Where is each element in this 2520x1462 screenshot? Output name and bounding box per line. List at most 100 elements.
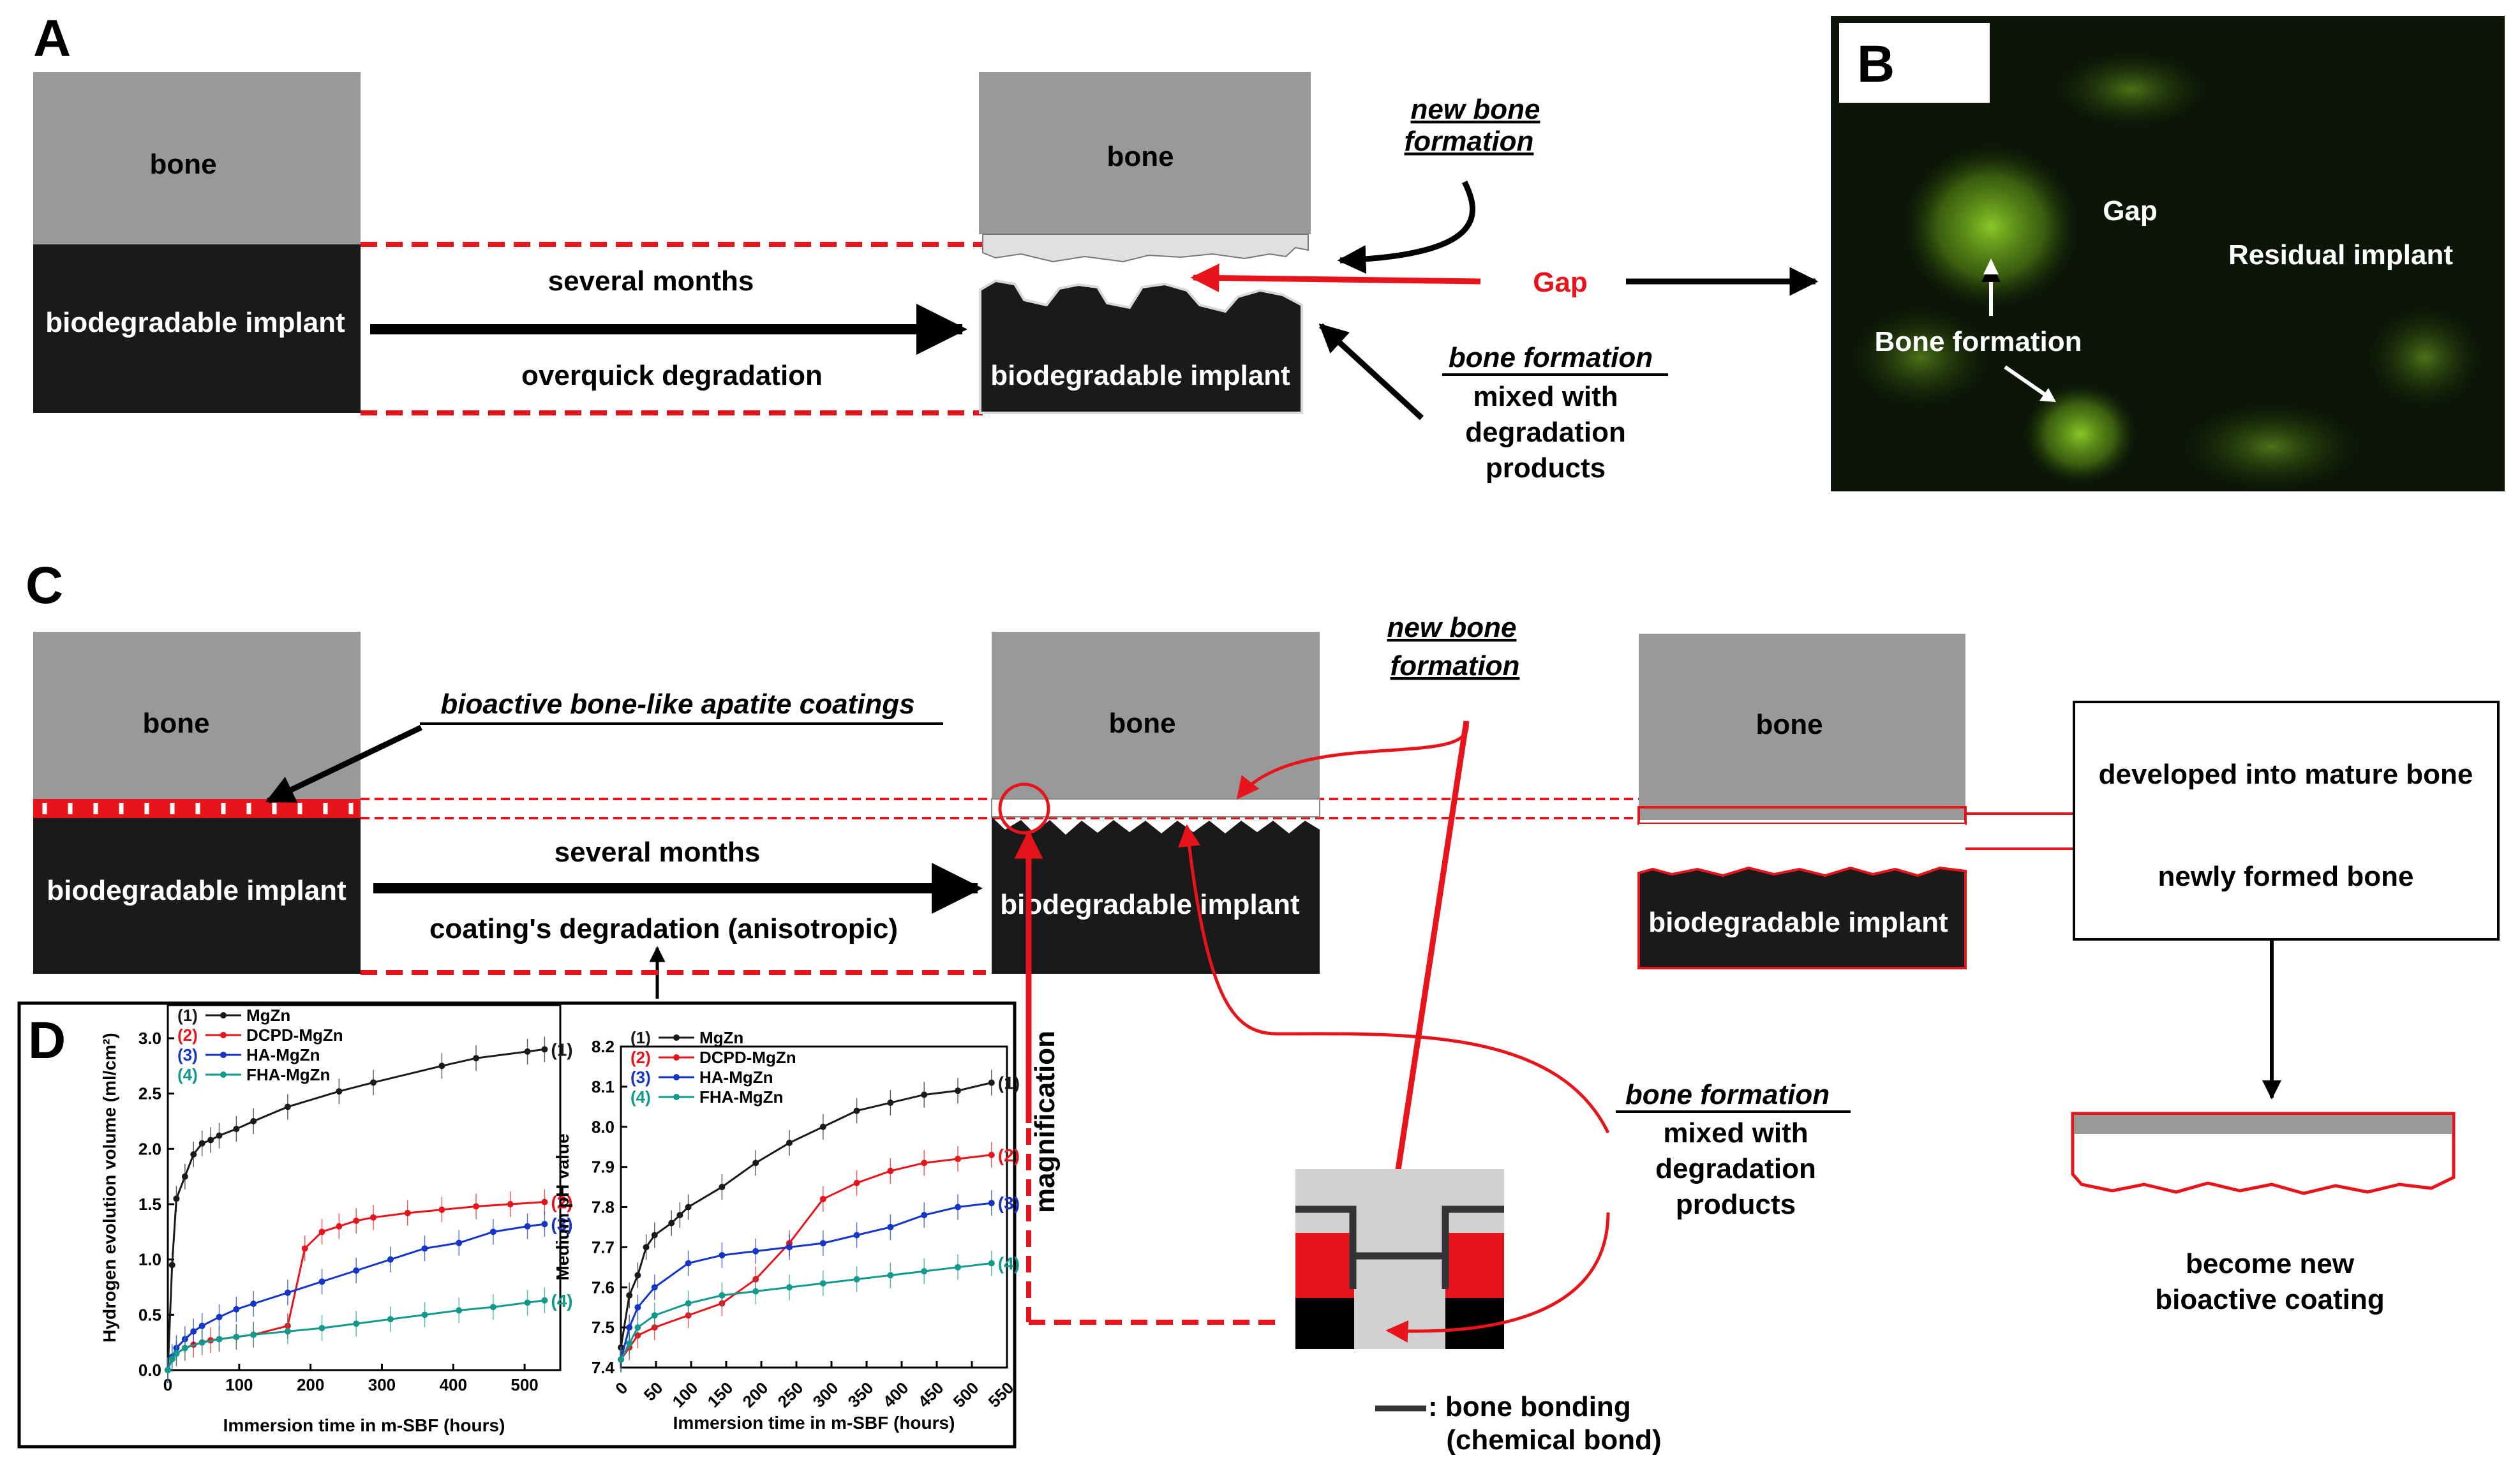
data-point [165,1367,171,1373]
bone-formation-arrow-b-2 [2004,365,2050,399]
arrow-label-top: several months [555,837,761,868]
data-point [318,1278,325,1285]
gap-label: Gap [1533,267,1588,298]
mixed-label-2: degradation [1465,417,1626,448]
legend-marker [673,1074,680,1080]
bone-block [33,632,361,799]
legend-marker [673,1054,680,1061]
plot-frame [167,1004,562,1371]
outcome-box [2073,701,2500,941]
bone-label-2: bone [1107,141,1174,172]
data-point [524,1223,531,1230]
legend-tag: (2) [630,1048,651,1067]
bone-formation-arrow-red [1178,824,1610,1134]
new-bone-layer [982,234,1309,263]
data-point [955,1264,961,1271]
panel-b-letter-box [1839,23,1990,103]
mixed-label-2: degradation [1655,1153,1816,1184]
data-point [370,1214,377,1221]
bone-label-3: bone [1756,709,1823,740]
x-tick-label: 0 [163,1375,172,1394]
data-point [685,1300,692,1307]
become-label-2: bioactive coating [2155,1284,2384,1315]
gap-arrow [1190,264,1481,293]
data-point [668,1220,675,1227]
bone-bonding-legend-1: : bone bonding [1428,1391,1631,1422]
data-point [853,1179,860,1186]
data-point [921,1091,928,1098]
data-point [456,1307,463,1314]
fluorescence-bone-region [2367,306,2482,408]
data-point [719,1184,726,1191]
y-tick-label: 7.6 [592,1278,615,1297]
data-point [988,1079,995,1086]
series-line [620,1202,992,1360]
data-point [507,1201,514,1207]
series-end-tag: (2) [998,1145,1020,1165]
x-tick-label: 200 [297,1375,324,1394]
legend-tag: (1) [177,1006,198,1025]
new-bone-formation-label: new bone [1411,94,1540,125]
data-point [284,1328,291,1335]
data-point [301,1245,308,1252]
implant-label-2: biodegradable implant [990,360,1290,391]
legend-entry: DCPD-MgZn [246,1026,343,1045]
implant-label-2: biodegradable implant [1000,889,1300,920]
data-point [988,1151,995,1158]
data-point [524,1048,531,1055]
data-point [233,1126,240,1133]
mature-bone-label: developed into mature bone [2099,759,2473,790]
legend-entry: HA-MgZn [246,1045,320,1064]
coating-arrow [265,724,422,804]
legend-tag: (4) [630,1087,651,1107]
mixed-label-3: products [1676,1189,1796,1220]
mixed-label-1: mixed with [1663,1117,1808,1149]
new-bone-formation-label-2: formation [1390,650,1520,682]
data-point [819,1240,826,1247]
bone-bonding-legend-2: (chemical bond) [1446,1424,1661,1456]
y-tick-label: 7.9 [592,1158,615,1177]
y-tick-label: 0.5 [138,1305,161,1324]
bone-block [992,632,1320,799]
y-tick-label: 8.1 [592,1077,615,1096]
y-tick-label: 7.5 [592,1318,615,1337]
data-point [853,1276,860,1283]
data-point [421,1311,428,1318]
data-point [190,1328,197,1335]
panel-a-letter: A [33,10,71,68]
data-point [438,1063,445,1070]
implant-label-3: biodegradable implant [1648,907,1948,938]
data-point [921,1160,928,1167]
data-point [336,1223,343,1230]
y-tick-label: 1.5 [138,1195,161,1214]
data-point [887,1223,894,1230]
series-end-tag: (2) [551,1193,572,1212]
y-tick-label: 2.0 [138,1139,161,1158]
y-tick-label: 2.5 [138,1084,161,1103]
data-point [438,1206,445,1213]
bone-label: bone [142,708,209,739]
data-point [198,1339,205,1346]
bone-bonding-line [1295,1205,1504,1289]
y-tick-label: 1.0 [138,1250,161,1269]
data-point [853,1107,860,1114]
y-tick-label: 7.7 [592,1237,615,1257]
mixed-label-3: products [1486,452,1606,484]
newly-formed-bone-region [1639,824,1965,876]
legend-marker [220,1052,227,1058]
data-point [541,1297,548,1304]
series-end-tag: (4) [998,1254,1020,1274]
newly-formed-bone-label: newly formed bone [2158,861,2414,892]
legend-marker [673,1034,680,1041]
bone-label: bone [149,149,216,180]
x-axis-label: Immersion time in m-SBF (hours) [673,1413,955,1433]
data-point [168,1262,175,1269]
data-point [524,1299,531,1306]
residual-implant-label: Residual implant [2228,239,2453,271]
new-bone-formation-label-2: formation [1405,126,1534,157]
legend-marker [220,1032,227,1038]
data-point [181,1173,188,1180]
data-point [421,1245,428,1252]
